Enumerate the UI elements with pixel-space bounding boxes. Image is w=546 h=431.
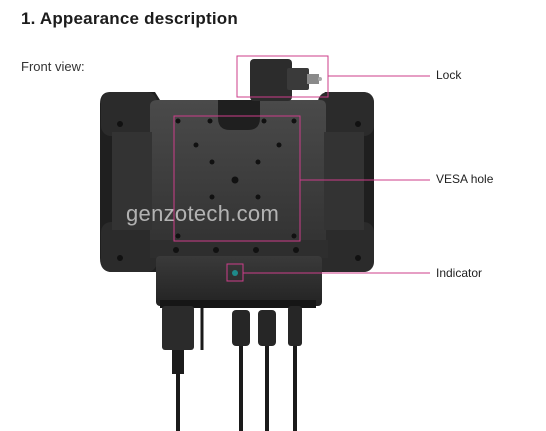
indicator-led-icon (232, 270, 238, 276)
connector-hub (150, 240, 328, 308)
side-rail-right (324, 132, 364, 230)
vesa-hole-icon (175, 118, 181, 124)
key-cylinder-icon (307, 74, 319, 84)
vesa-hole-icon (209, 194, 215, 200)
vesa-hole-icon (291, 233, 297, 239)
lock-module (250, 59, 322, 101)
serial-connector-icon (162, 306, 194, 350)
cables (162, 306, 302, 431)
screw-icon (117, 255, 123, 261)
callout-lock: Lock (436, 68, 462, 82)
vesa-hole-icon (261, 118, 267, 124)
vesa-hole-icon (175, 233, 181, 239)
vesa-highlight-box (173, 115, 301, 242)
section-heading: 1. Appearance description (21, 9, 238, 28)
vesa-hole-icon (207, 118, 213, 124)
callout-indicator: Indicator (436, 266, 483, 280)
bumper-top-right (318, 92, 374, 136)
bumper-bottom-left (101, 222, 157, 272)
vesa-hole-icon (255, 159, 261, 165)
vesa-hole-icon (209, 159, 215, 165)
watermark-text: genzotech.com (126, 201, 280, 226)
vesa-hole-icon (276, 142, 282, 148)
usb-plug-icon (232, 310, 250, 346)
view-label: Front view: (21, 59, 85, 74)
power-plug-icon (288, 306, 302, 346)
usb-plug-icon (258, 310, 276, 346)
vesa-hole-icon (255, 194, 261, 200)
screw-icon (355, 255, 361, 261)
bumper-top-left (101, 92, 157, 136)
vesa-hole-icon (231, 176, 239, 184)
side-rail-left (112, 132, 152, 230)
callout-markers (173, 55, 430, 282)
callout-vesa-hole: VESA hole (436, 172, 494, 186)
back-plate (112, 100, 364, 244)
vesa-hole-pattern (175, 118, 297, 239)
screw-icon (117, 121, 123, 127)
screw-icon (355, 121, 361, 127)
vesa-hole-icon (291, 118, 297, 124)
vesa-hole-icon (193, 142, 199, 148)
